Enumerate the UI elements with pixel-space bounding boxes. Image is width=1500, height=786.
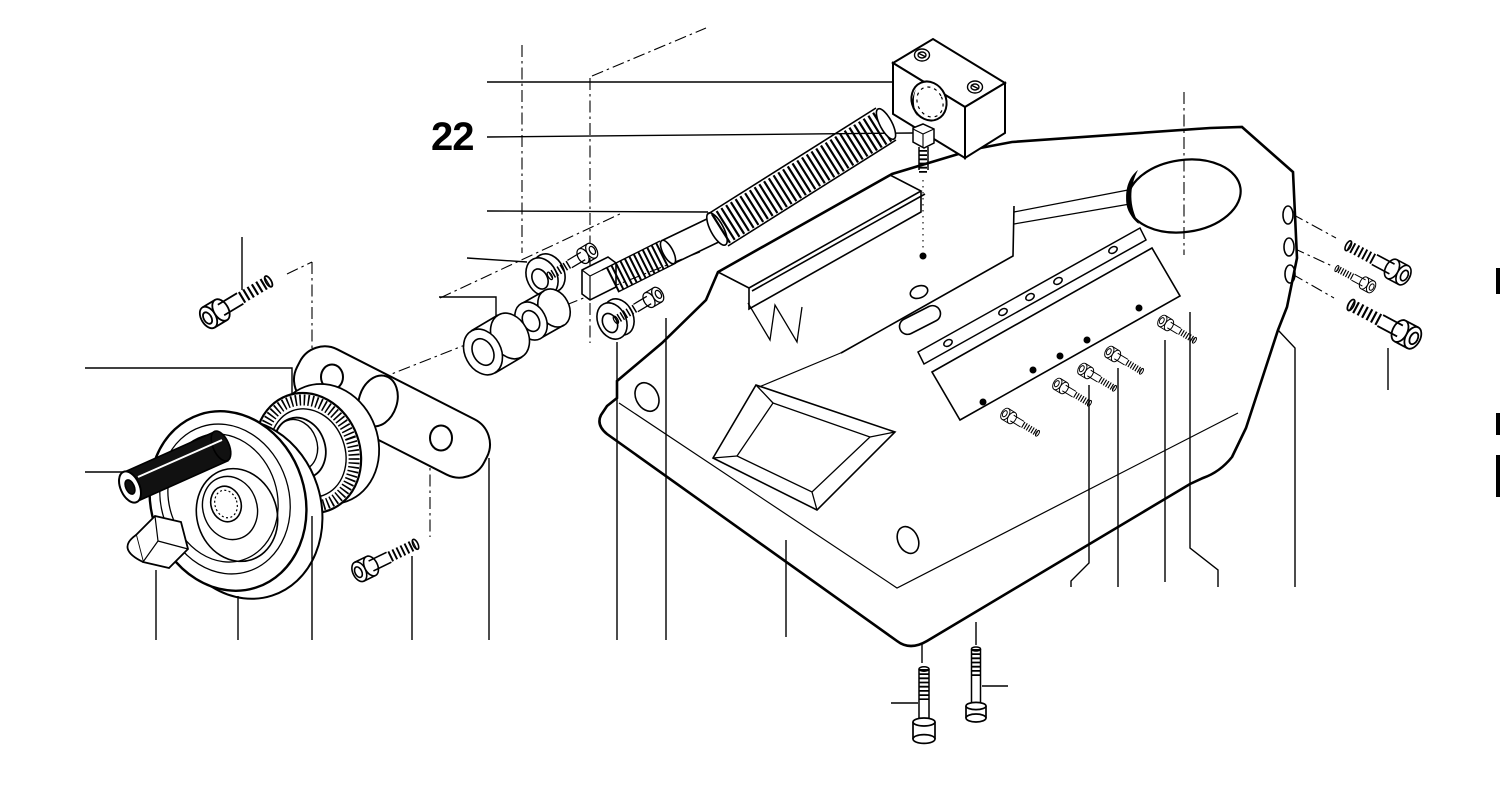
hex-head-bolt	[912, 123, 935, 173]
part-leader-lines	[155, 312, 1389, 704]
screws-bottom	[912, 646, 987, 745]
gib-strip	[917, 226, 1147, 366]
screw-bracket	[349, 534, 422, 584]
lead-screw-spindle	[581, 107, 897, 301]
edge-fragments	[1496, 268, 1500, 497]
screws-right	[1333, 235, 1425, 351]
acorn-hex-nut	[126, 515, 190, 569]
part-number-label-22: 22	[431, 115, 474, 159]
bearing-bracket	[293, 345, 491, 479]
thrust-block	[891, 37, 1007, 160]
thrust-block-set-screws	[913, 48, 984, 94]
jaw-plate	[930, 246, 1182, 422]
label-leader-lines	[85, 81, 914, 473]
screw-top-left	[196, 270, 277, 331]
handwheel-handle	[118, 430, 232, 504]
bearing-bushings	[462, 288, 572, 376]
